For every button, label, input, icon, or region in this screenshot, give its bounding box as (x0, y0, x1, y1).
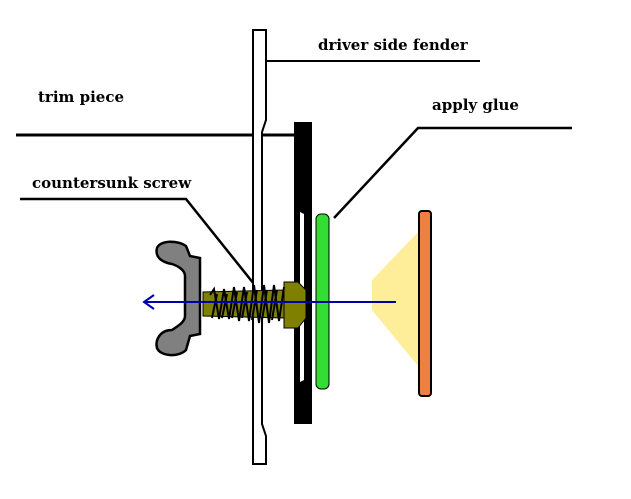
cone-piece (372, 232, 418, 366)
screw-threads (209, 284, 285, 324)
cap-piece (418, 210, 432, 397)
wingnut-body (155, 240, 202, 357)
trim-label: trim piece (38, 88, 125, 106)
screw-label: countersunk screw (32, 174, 192, 192)
screw-countersunk-head (283, 281, 307, 329)
wingnut-icon (155, 240, 202, 357)
fender-label: driver side fender (318, 36, 468, 54)
arrow-left-icon (142, 294, 396, 310)
screw-leader-line (20, 197, 259, 290)
glue-leader-line (333, 126, 572, 219)
glue-label: apply glue (432, 96, 519, 114)
arrow-head (142, 294, 155, 310)
driver-side-fender (252, 29, 267, 465)
screw-icon (202, 281, 307, 329)
